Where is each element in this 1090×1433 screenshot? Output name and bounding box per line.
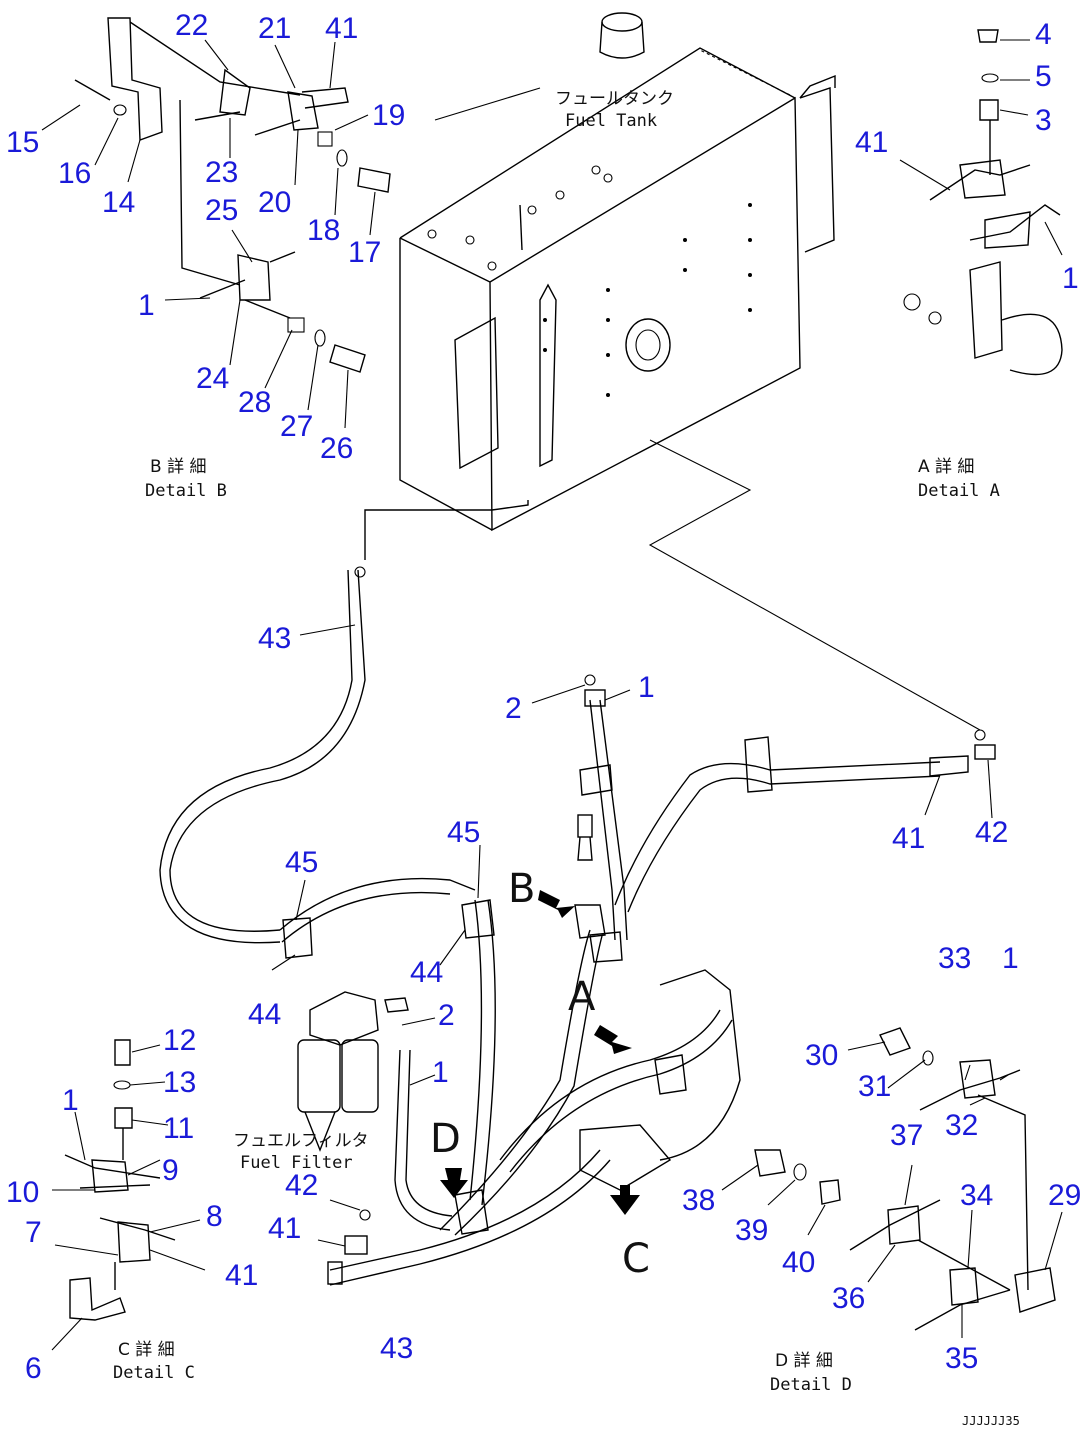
part-number: 1 bbox=[432, 1056, 449, 1089]
part-number: 30 bbox=[805, 1039, 838, 1072]
part-number: 39 bbox=[735, 1214, 768, 1247]
hose-routing bbox=[159, 569, 941, 1286]
part-number: 41 bbox=[268, 1212, 301, 1245]
part-number: 1 bbox=[1002, 942, 1019, 975]
view-letter-b: B bbox=[508, 866, 535, 912]
part-number: 41 bbox=[325, 12, 358, 45]
view-letter-c: C bbox=[622, 1236, 650, 1282]
detail-b-label-jp: B 詳 細 bbox=[150, 457, 206, 477]
detail-b-label-en: Detail B bbox=[145, 481, 227, 501]
detail-a-label-en: Detail A bbox=[918, 481, 1000, 501]
fuel-tank-label-en: Fuel Tank bbox=[565, 111, 657, 131]
part-number: 23 bbox=[205, 156, 238, 189]
part-number: 11 bbox=[163, 1112, 194, 1145]
part-number: 2 bbox=[438, 999, 455, 1032]
part-number: 1 bbox=[138, 289, 155, 322]
view-letter-a: A bbox=[568, 974, 596, 1020]
part-number: 1 bbox=[62, 1084, 79, 1117]
view-letter-d: D bbox=[430, 1116, 461, 1162]
component-labels: フュールタンク Fuel Tank フュエルフィルタ Fuel Filter A… bbox=[113, 89, 1020, 1428]
part-number: 7 bbox=[25, 1216, 42, 1249]
detail-d-label-jp: D 詳 細 bbox=[775, 1351, 833, 1371]
part-number: 4 bbox=[1035, 18, 1052, 51]
part-number: 44 bbox=[410, 956, 443, 989]
view-arrows bbox=[440, 890, 640, 1215]
part-number: 24 bbox=[196, 362, 229, 395]
main-fittings bbox=[282, 566, 996, 1285]
part-number: 41 bbox=[225, 1259, 258, 1292]
part-number: 36 bbox=[832, 1282, 865, 1315]
part-number: 2 bbox=[505, 692, 522, 725]
fuel-filter bbox=[297, 991, 409, 1152]
fuel-filter-label-en: Fuel Filter bbox=[240, 1153, 353, 1173]
part-number: 41 bbox=[855, 126, 888, 159]
part-number: 22 bbox=[175, 9, 208, 42]
part-number: 27 bbox=[280, 410, 313, 443]
part-number: 20 bbox=[258, 186, 291, 219]
detail-c-label-jp: C 詳 細 bbox=[118, 1340, 175, 1360]
part-number: 17 bbox=[348, 236, 381, 269]
detail-d-assembly bbox=[754, 1027, 1056, 1331]
part-number: 15 bbox=[6, 126, 39, 159]
part-number: 14 bbox=[102, 186, 135, 219]
leader-lines bbox=[41, 39, 1063, 1351]
detail-c-label-en: Detail C bbox=[113, 1363, 195, 1383]
part-number: 32 bbox=[945, 1109, 978, 1142]
drawing-code: JJJJJJ35 bbox=[962, 1414, 1020, 1428]
part-number: 3 bbox=[1035, 104, 1052, 137]
part-number: 37 bbox=[890, 1119, 923, 1152]
part-number: 1 bbox=[638, 671, 655, 704]
detail-c-assembly bbox=[64, 1039, 176, 1321]
part-number: 33 bbox=[938, 942, 971, 975]
part-number: 28 bbox=[238, 386, 271, 419]
detail-b-assembly bbox=[74, 17, 391, 373]
part-number: 41 bbox=[892, 822, 925, 855]
part-number: 43 bbox=[380, 1332, 413, 1365]
part-number: 19 bbox=[372, 99, 405, 132]
part-number: 1 bbox=[1062, 262, 1079, 295]
part-number: 40 bbox=[782, 1246, 815, 1279]
fuel-tank bbox=[364, 12, 981, 731]
part-number: 9 bbox=[162, 1154, 179, 1187]
detail-a-assembly bbox=[903, 29, 1063, 376]
part-number: 38 bbox=[682, 1184, 715, 1217]
part-number: 12 bbox=[163, 1024, 196, 1057]
part-number: 8 bbox=[206, 1200, 223, 1233]
part-number: 42 bbox=[975, 816, 1008, 849]
fuel-tank-label-jp: フュールタンク bbox=[555, 89, 674, 109]
part-number: 31 bbox=[858, 1070, 891, 1103]
part-number: 45 bbox=[285, 846, 318, 879]
part-number: 34 bbox=[960, 1179, 993, 1212]
part-number: 18 bbox=[307, 214, 340, 247]
part-number: 25 bbox=[205, 194, 238, 227]
part-number: 45 bbox=[447, 816, 480, 849]
part-number: 21 bbox=[258, 12, 291, 45]
part-number: 16 bbox=[58, 157, 91, 190]
part-number: 10 bbox=[6, 1176, 39, 1209]
part-number: 44 bbox=[248, 998, 281, 1031]
detail-d-label-en: Detail D bbox=[770, 1375, 852, 1395]
part-number: 35 bbox=[945, 1342, 978, 1375]
part-number: 13 bbox=[163, 1066, 196, 1099]
part-numbers: 22 21 41 19 15 16 14 23 20 18 17 25 1 24… bbox=[6, 9, 1081, 1385]
part-number: 43 bbox=[258, 622, 291, 655]
detail-a-label-jp: A 詳 細 bbox=[918, 457, 974, 477]
part-number: 29 bbox=[1048, 1179, 1081, 1212]
part-number: 6 bbox=[25, 1352, 42, 1385]
part-number: 42 bbox=[285, 1169, 318, 1202]
part-number: 5 bbox=[1035, 60, 1052, 93]
part-number: 26 bbox=[320, 432, 353, 465]
tank-side-dots bbox=[543, 203, 752, 397]
fuel-filter-label-jp: フュエルフィルタ bbox=[233, 1131, 369, 1151]
